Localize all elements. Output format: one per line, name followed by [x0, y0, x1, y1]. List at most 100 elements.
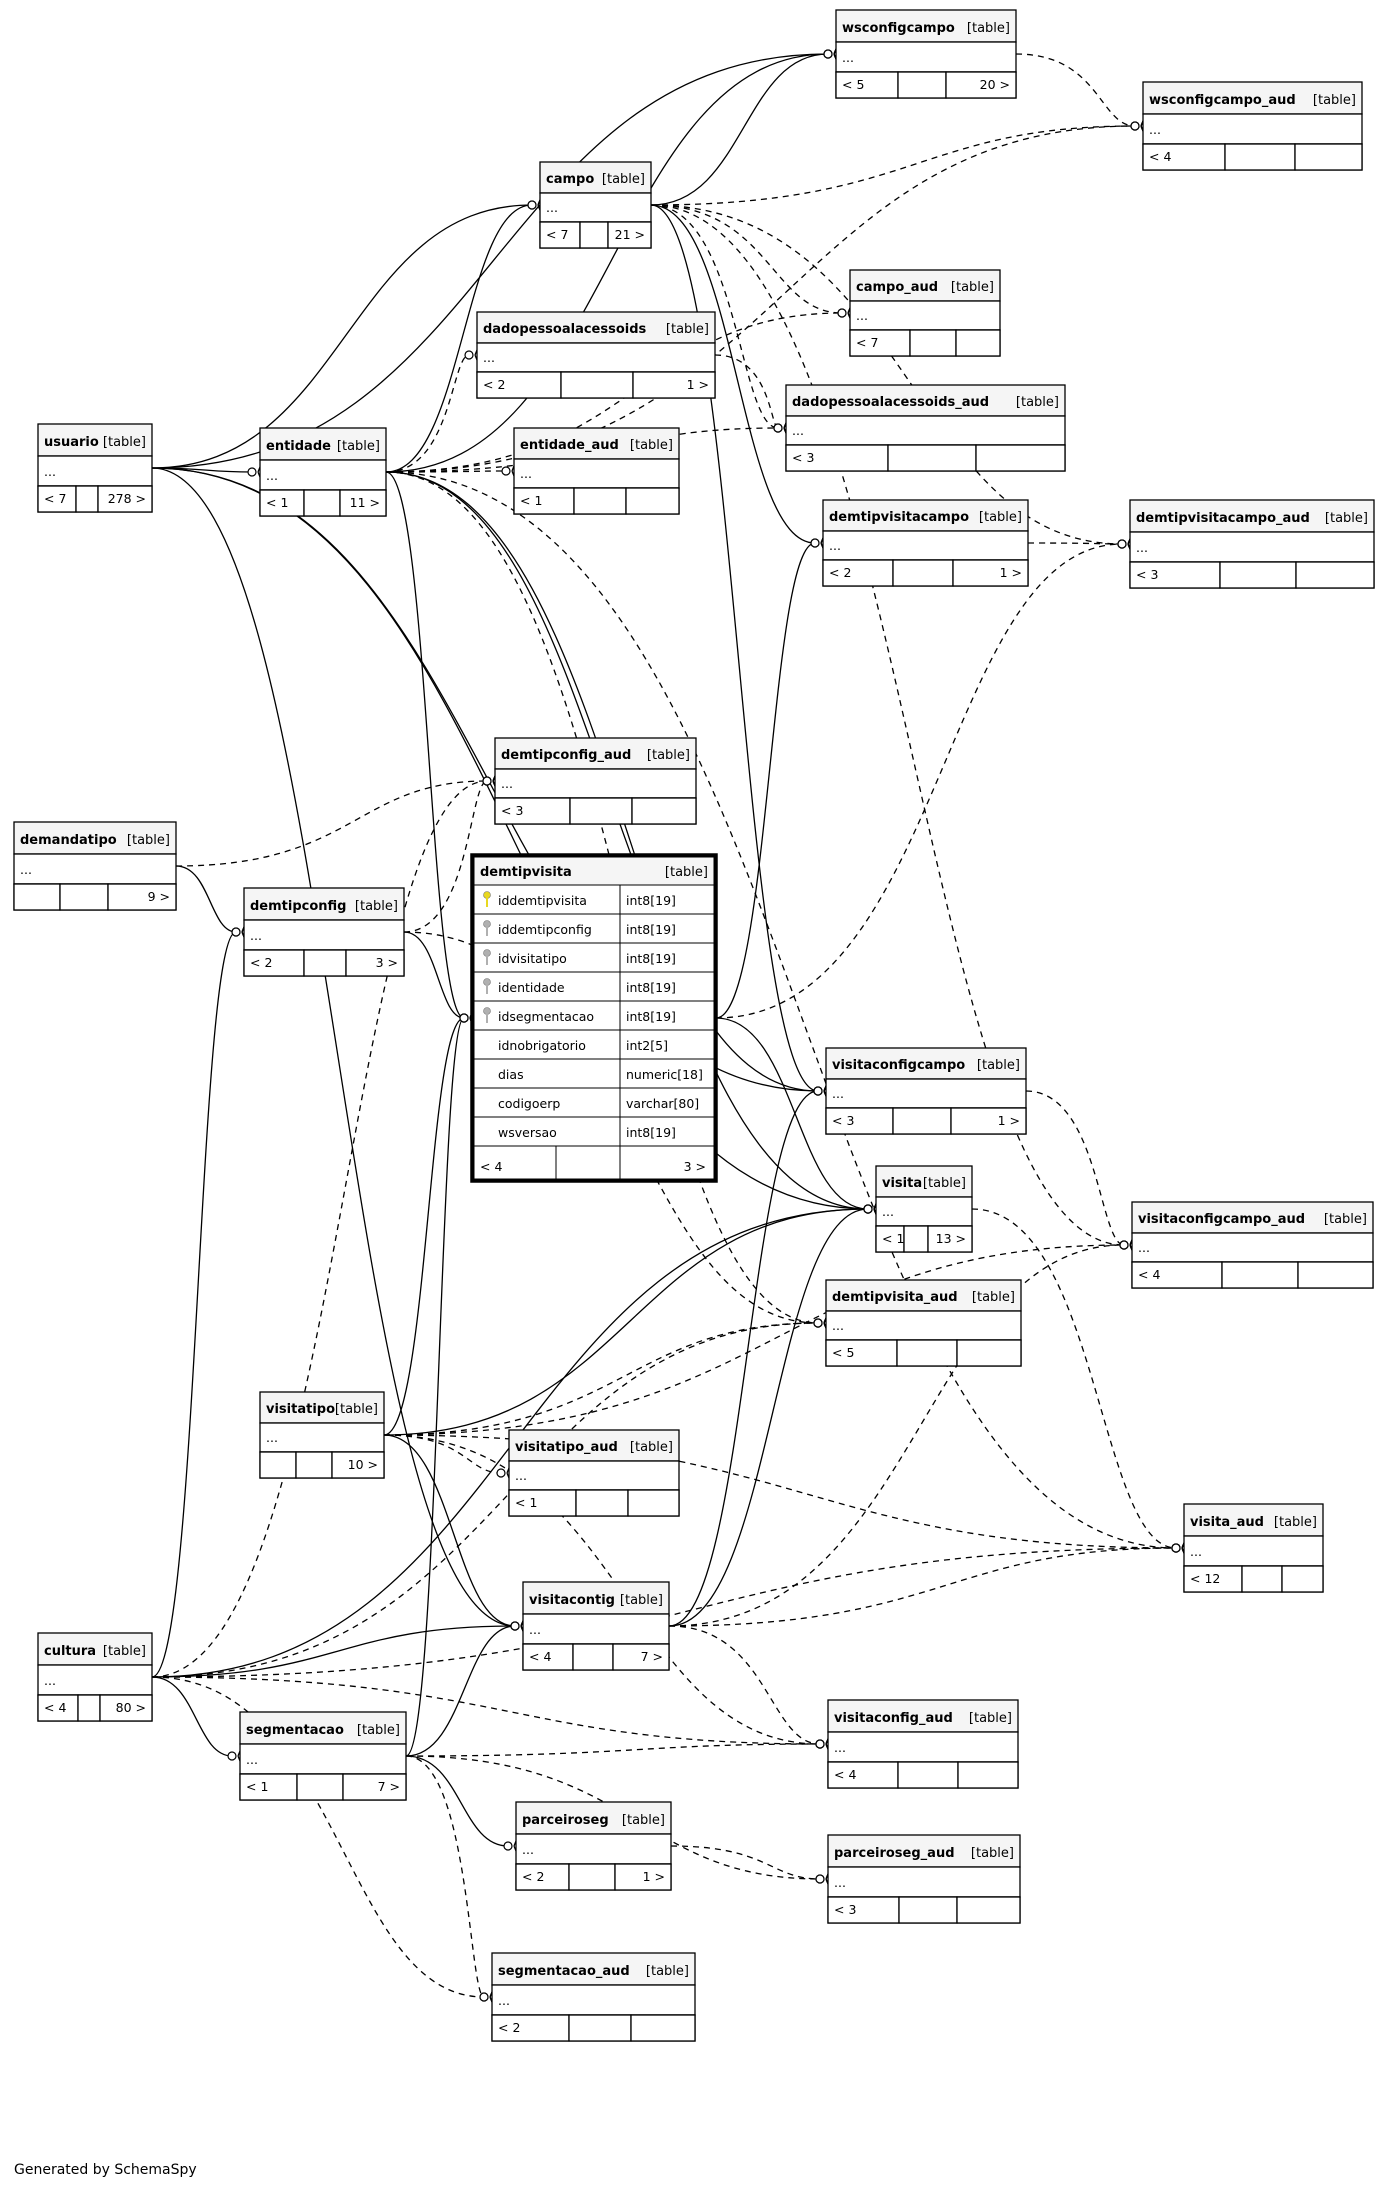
- column-name: codigoerp: [498, 1096, 560, 1111]
- table-name: segmentacao: [246, 1723, 344, 1738]
- column-codigoerp[interactable]: codigoerp varchar[80]: [473, 1087, 715, 1118]
- children-count: 7 >: [641, 1649, 663, 1664]
- parents-count: < 4: [529, 1649, 551, 1664]
- table-name: cultura: [44, 1644, 96, 1659]
- table-name: parceiroseg_aud: [834, 1846, 955, 1861]
- table-name: wsconfigcampo: [842, 21, 955, 36]
- table-name: campo: [546, 172, 594, 187]
- column-dias[interactable]: dias numeric[18]: [473, 1058, 715, 1089]
- children-count: 13 >: [936, 1231, 966, 1246]
- column-type: varchar[80]: [626, 1096, 699, 1111]
- parents-count: < 7: [856, 335, 878, 350]
- children-count: 1 >: [998, 1113, 1020, 1128]
- column-ellipsis: ...: [842, 50, 854, 65]
- table-wsconfigcampo_aud[interactable]: wsconfigcampo_aud[table]...< 4: [1142, 81, 1363, 171]
- table-tag: [table]: [971, 1846, 1014, 1861]
- table-demtipvisita_aud[interactable]: demtipvisita_aud[table]...< 5: [825, 1279, 1022, 1367]
- focus-table-tag: [table]: [665, 865, 708, 880]
- table-demtipvisitacampo_aud[interactable]: demtipvisitacampo_aud[table]...< 3: [1129, 499, 1375, 589]
- parents-count: < 1: [515, 1495, 537, 1510]
- table-visitaconfig_aud[interactable]: visitaconfig_aud[table]...< 4: [827, 1699, 1019, 1789]
- foreign-key-icon: [483, 1007, 491, 1023]
- table-name: demtipvisitacampo: [829, 510, 969, 525]
- table-tag: [table]: [630, 1440, 673, 1455]
- parents-count: < 1: [246, 1779, 268, 1794]
- parents-count: < 7: [546, 227, 568, 242]
- table-campo[interactable]: campo [table]... < 7 21 >: [539, 161, 652, 249]
- table-name: demandatipo: [20, 833, 117, 848]
- children-count: 1 >: [687, 377, 709, 392]
- column-ellipsis: ...: [522, 1842, 534, 1857]
- column-ellipsis: ...: [1136, 540, 1148, 555]
- table-name: demtipvisita_aud: [832, 1290, 958, 1305]
- parents-count: < 3: [832, 1113, 854, 1128]
- table-dadopessoalacessoids_aud[interactable]: dadopessoalacessoids_aud[table]...< 3: [785, 384, 1066, 472]
- table-tag: [table]: [1324, 1212, 1367, 1227]
- table-tag: [table]: [602, 172, 645, 187]
- table-tag: [table]: [666, 322, 709, 337]
- parents-count: < 3: [792, 450, 814, 465]
- parents-count: < 5: [832, 1345, 854, 1360]
- table-visitatipo_aud[interactable]: visitatipo_aud[table]...< 1: [508, 1429, 680, 1517]
- column-ellipsis: ...: [20, 862, 32, 877]
- column-ellipsis: ...: [44, 1673, 56, 1688]
- table-segmentacao_aud[interactable]: segmentacao_aud[table]...< 2: [491, 1952, 696, 2042]
- table-demandatipo[interactable]: demandatipo[table]...9 >: [13, 821, 177, 911]
- table-name: entidade: [266, 439, 331, 454]
- focus-table-name: demtipvisita: [480, 865, 572, 880]
- table-visitatipo[interactable]: visitatipo[table]...10 >: [259, 1391, 385, 1479]
- table-name: visitaconfigcampo_aud: [1138, 1212, 1305, 1227]
- column-type: numeric[18]: [626, 1067, 703, 1082]
- table-parceiroseg_aud[interactable]: parceiroseg_aud[table]...< 3: [827, 1834, 1021, 1924]
- parents-count: < 1: [520, 493, 542, 508]
- table-name: visita_aud: [1190, 1515, 1264, 1530]
- children-count: 1 >: [1000, 565, 1022, 580]
- column-name: idnobrigatorio: [498, 1038, 586, 1053]
- table-entidade_aud[interactable]: entidade_aud[table]...< 1: [513, 427, 680, 515]
- parents-count: < 3: [1136, 567, 1158, 582]
- column-name: dias: [498, 1067, 524, 1082]
- table-name: wsconfigcampo_aud: [1149, 93, 1296, 108]
- column-ellipsis: ...: [1138, 1240, 1150, 1255]
- column-ellipsis: ...: [44, 464, 56, 479]
- parents-count: < 4: [44, 1700, 66, 1715]
- column-ellipsis: ...: [834, 1875, 846, 1890]
- children-count: 10 >: [348, 1457, 378, 1472]
- column-ellipsis: ...: [246, 1752, 258, 1767]
- parents-count: < 12: [1190, 1571, 1220, 1586]
- table-name: visita: [882, 1176, 922, 1191]
- table-demtipconfig_aud[interactable]: demtipconfig_aud[table]...< 3: [494, 737, 697, 825]
- table-tag: [table]: [337, 439, 380, 454]
- parents-count: < 2: [522, 1869, 544, 1884]
- table-campo_aud[interactable]: campo_aud[table]...< 7: [849, 269, 1001, 357]
- column-ellipsis: ...: [546, 200, 558, 215]
- children-count: 21 >: [615, 227, 645, 242]
- table-visitaconfigcampo_aud[interactable]: visitaconfigcampo_aud[table]...< 4: [1131, 1201, 1374, 1289]
- table-visita_aud[interactable]: visita_aud[table]...< 12: [1183, 1503, 1324, 1593]
- column-ellipsis: ...: [529, 1622, 541, 1637]
- column-type: int8[19]: [626, 980, 676, 995]
- table-tag: [table]: [967, 21, 1010, 36]
- column-ellipsis: ...: [1190, 1544, 1202, 1559]
- column-name: wsversao: [498, 1125, 557, 1140]
